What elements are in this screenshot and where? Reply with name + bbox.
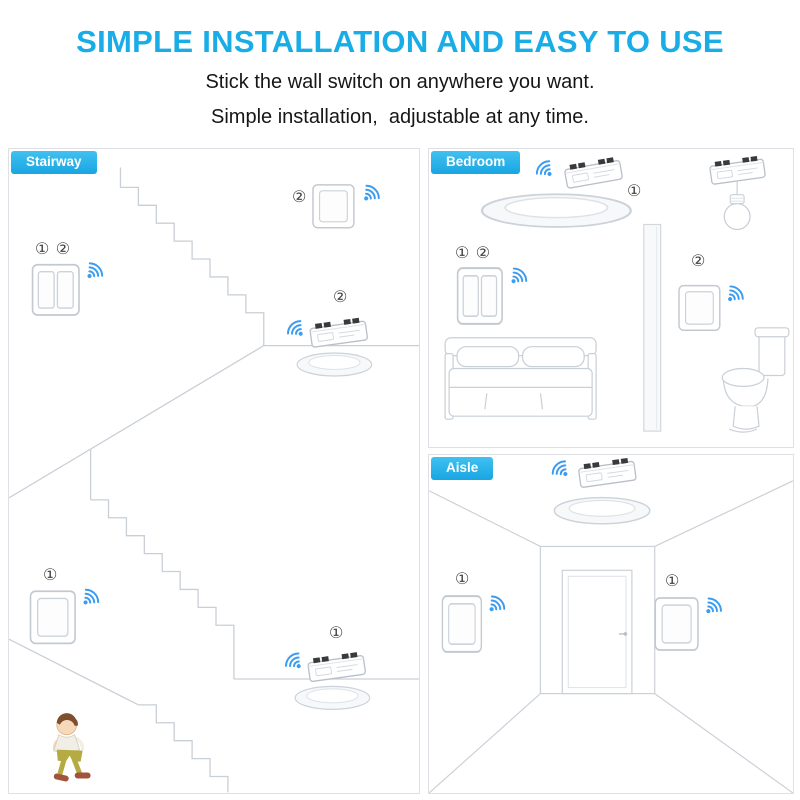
wifi-signal-icon — [721, 282, 747, 308]
wifi-signal-icon — [357, 182, 383, 208]
marker-bottom-receiver: ① — [329, 625, 345, 642]
bed-illustration — [444, 337, 597, 420]
subtitle-line-1: Stick the wall switch on anywhere you wa… — [205, 71, 595, 93]
wall-switch-icon — [456, 267, 504, 325]
wall-switch-icon — [441, 595, 483, 653]
stairway-badge: Stairway — [11, 151, 97, 174]
wall-switch-icon — [312, 184, 355, 229]
ceiling-light-icon — [294, 685, 371, 710]
marker-single-switch: ② — [691, 253, 707, 270]
wifi-signal-icon — [80, 259, 106, 285]
wifi-signal-icon — [504, 265, 530, 290]
marker-left-switch: ① — [455, 571, 471, 588]
wall-switch-icon — [29, 590, 76, 645]
staircase-lower-flight — [89, 449, 419, 680]
stairway-illustration — [9, 167, 419, 793]
rf-receiver-icon — [708, 154, 767, 186]
wifi-signal-icon — [483, 593, 508, 618]
panel-bedroom: Bedroom ① ① ② ② — [428, 148, 794, 448]
rf-receiver-icon — [306, 650, 367, 683]
wifi-signal-icon — [549, 457, 574, 483]
rf-receiver-icon — [308, 316, 369, 349]
marker-mid-receiver: ② — [333, 289, 349, 306]
wall-switch-icon — [678, 284, 721, 332]
rf-receiver-icon — [577, 456, 637, 489]
staircase-bottom-flight — [9, 638, 229, 793]
wifi-signal-icon — [699, 595, 725, 620]
wall-switch-icon — [31, 263, 80, 316]
ceiling-light-icon — [296, 352, 373, 377]
toilet-illustration — [721, 327, 790, 433]
aisle-badge: Aisle — [431, 457, 494, 480]
aisle-illustration — [429, 456, 793, 793]
rf-receiver-icon — [563, 155, 624, 190]
marker-double-switch: ① ② — [455, 245, 492, 262]
wall-column — [643, 223, 662, 432]
bedroom-illustration — [444, 154, 790, 433]
marker-right-switch: ① — [665, 573, 681, 590]
ceiling-light-icon — [553, 496, 651, 525]
page-title: SIMPLE INSTALLATION AND EASY TO USE — [76, 24, 724, 59]
panel-stairway: Stairway ② ① ② ② ① ① — [8, 148, 420, 794]
header: SIMPLE INSTALLATION AND EASY TO USE Stic… — [0, 0, 800, 130]
wall-switch-icon — [654, 597, 699, 651]
door — [561, 569, 633, 695]
staircase-upper-flight — [9, 167, 419, 499]
panel-aisle: Aisle ① ① — [428, 454, 794, 794]
marker-top-switch: ② — [292, 189, 308, 206]
pendant-light — [708, 154, 767, 231]
marker-bottom-switch: ① — [43, 567, 59, 584]
person-illustration — [52, 713, 91, 782]
wifi-signal-icon — [533, 157, 559, 183]
marker-ceiling-receiver: ① — [627, 183, 643, 200]
bedroom-badge: Bedroom — [431, 151, 521, 174]
light-bulb-icon — [723, 202, 751, 231]
wifi-signal-icon — [284, 317, 310, 343]
wifi-signal-icon — [282, 649, 308, 675]
marker-mid-switch: ① ② — [35, 241, 72, 258]
wifi-signal-icon — [76, 586, 102, 612]
ceiling-light-icon — [480, 193, 632, 229]
subtitle-line-2: Simple installation, adjustable at any t… — [211, 106, 589, 128]
